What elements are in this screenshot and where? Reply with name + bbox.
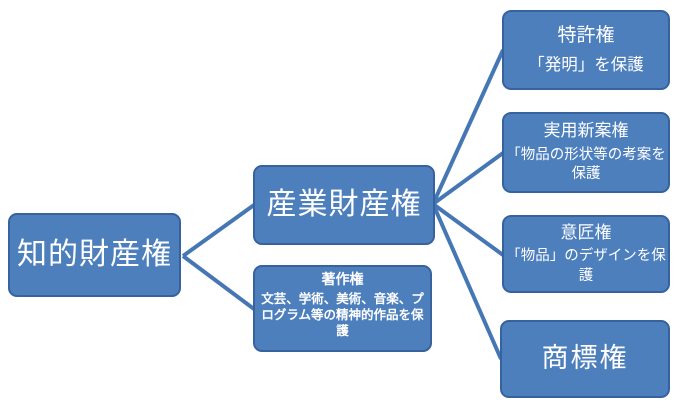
node-copyright: 著作権 文芸、学術、美術、音楽、プログラム等の精神的作品を保護 bbox=[253, 265, 432, 352]
connector-industrial-trademark bbox=[431, 203, 503, 360]
node-industrial-property-label: 産業財産権 bbox=[266, 188, 422, 222]
connector-industrial-design bbox=[431, 202, 505, 257]
node-intellectual-property-label: 知的財産権 bbox=[17, 238, 172, 272]
node-copyright-description: 文芸、学術、美術、音楽、プログラム等の精神的作品を保護 bbox=[261, 291, 424, 339]
connector-root-industrial bbox=[181, 203, 256, 258]
node-patent-title: 特許権 bbox=[557, 25, 615, 47]
connector-industrial-patent bbox=[431, 49, 505, 205]
node-trademark: 商標権 bbox=[500, 320, 670, 398]
node-design-right-title: 意匠権 bbox=[560, 222, 612, 242]
node-industrial-property: 産業財産権 bbox=[253, 165, 435, 245]
node-copyright-title: 著作権 bbox=[321, 271, 364, 287]
node-design-right: 意匠権 「物品」のデザインを保護 bbox=[502, 215, 670, 293]
node-design-right-description: 「物品」のデザインを保護 bbox=[506, 248, 666, 284]
connector-industrial-utility bbox=[431, 151, 505, 206]
node-trademark-label: 商標権 bbox=[541, 343, 629, 374]
node-utility-model: 実用新案権 「物品の形状等の考案を保護 bbox=[502, 112, 670, 193]
node-patent: 特許権 「発明」を保護 bbox=[502, 10, 670, 90]
node-intellectual-property: 知的財産権 bbox=[8, 213, 181, 297]
node-utility-model-description: 「物品の形状等の考案を保護 bbox=[506, 146, 666, 183]
node-patent-description: 「発明」を保護 bbox=[528, 55, 644, 75]
node-utility-model-title: 実用新案権 bbox=[543, 121, 629, 141]
connector-root-copyright bbox=[181, 254, 256, 311]
